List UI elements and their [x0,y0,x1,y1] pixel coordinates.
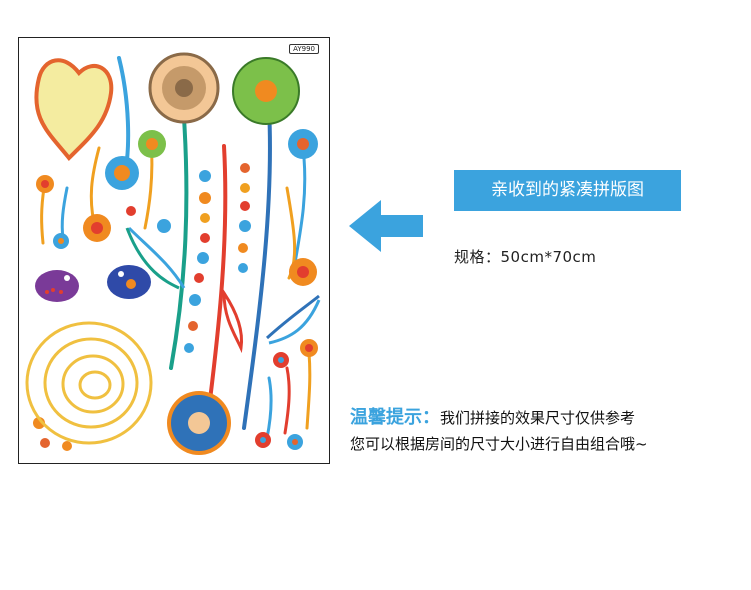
stem [40,186,46,245]
leaf [265,294,320,340]
leaf [268,299,321,345]
leaf [127,226,186,289]
tip-line-1: 温馨提示：我们拼接的效果尺寸仅供参考 [350,405,648,431]
bird-blue [107,265,151,299]
stem [89,146,101,225]
stem [242,106,272,430]
stem [293,156,307,265]
flower-brown [148,52,220,124]
sticker-sheet: AY990 [18,37,330,464]
bird-purple [35,270,79,302]
product-code: AY990 [289,44,319,54]
spiral-sticker [25,321,153,445]
leaf [125,227,180,290]
sticker-artwork [25,52,321,455]
stem [60,186,69,240]
tip-title: 温馨提示： [350,407,440,428]
tip-block: 温馨提示：我们拼接的效果尺寸仅供参考 您可以根据房间的尺寸大小进行自由组合哦~ [350,405,648,457]
leaf [222,288,244,354]
flower-blue [167,391,231,455]
stem [265,376,273,440]
arrow-left-icon [349,200,423,252]
tip-text-2: 您可以根据房间的尺寸大小进行自由组合哦~ [350,435,648,453]
flower-green [232,57,300,125]
stem [305,351,312,430]
banner: 亲收到的紧凑拼版图 [454,170,681,211]
spec-text: 规格：50cm*70cm [454,248,597,266]
heart-sticker [34,58,114,161]
stem [283,366,291,435]
flower-small [36,129,318,450]
dot-column [33,163,251,451]
stem [169,116,189,370]
tip-text-1: 我们拼接的效果尺寸仅供参考 [440,409,636,427]
stem [207,144,228,410]
